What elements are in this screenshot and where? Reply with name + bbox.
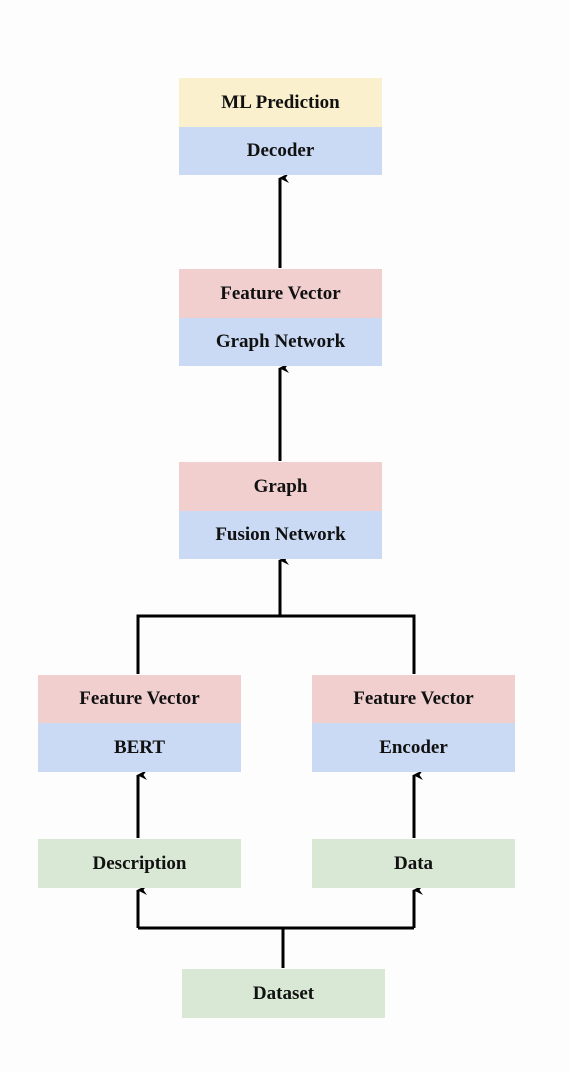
graph-network-label: Graph Network [215,331,346,352]
decoder-label: Decoder [246,140,315,161]
ml-prediction-label: ML Prediction [221,91,340,113]
bert-feature-vector-box: Feature Vector [38,675,241,723]
bert-box: BERT [38,723,241,772]
encoder-box: Encoder [312,723,515,772]
dataset-box: Dataset [182,969,385,1018]
graph-feature-vector-box: Feature Vector [179,269,382,318]
bert-label: BERT [113,736,166,758]
graph-feature-vector-label: Feature Vector [220,282,341,304]
decoder-box: Decoder [179,127,382,175]
description-box: Description [38,839,241,888]
dataset-label: Dataset [252,982,315,1004]
graph-label: Graph [253,475,308,497]
graph-network-box: Graph Network [179,318,382,366]
bert-feature-vector-label: Feature Vector [79,688,200,709]
fusion-network-box: Fusion Network [179,511,382,559]
data-box: Data [312,839,515,888]
ml-prediction-box: ML Prediction [179,78,382,127]
graph-box: Graph [179,462,382,511]
encoder-label: Encoder [379,736,448,758]
encoder-feature-vector-label: Feature Vector [353,688,474,709]
fusion-network-label: Fusion Network [215,524,346,545]
encoder-feature-vector-box: Feature Vector [312,675,515,723]
merge-line [136,614,416,674]
description-label: Description [92,852,187,874]
data-label: Data [393,852,434,874]
